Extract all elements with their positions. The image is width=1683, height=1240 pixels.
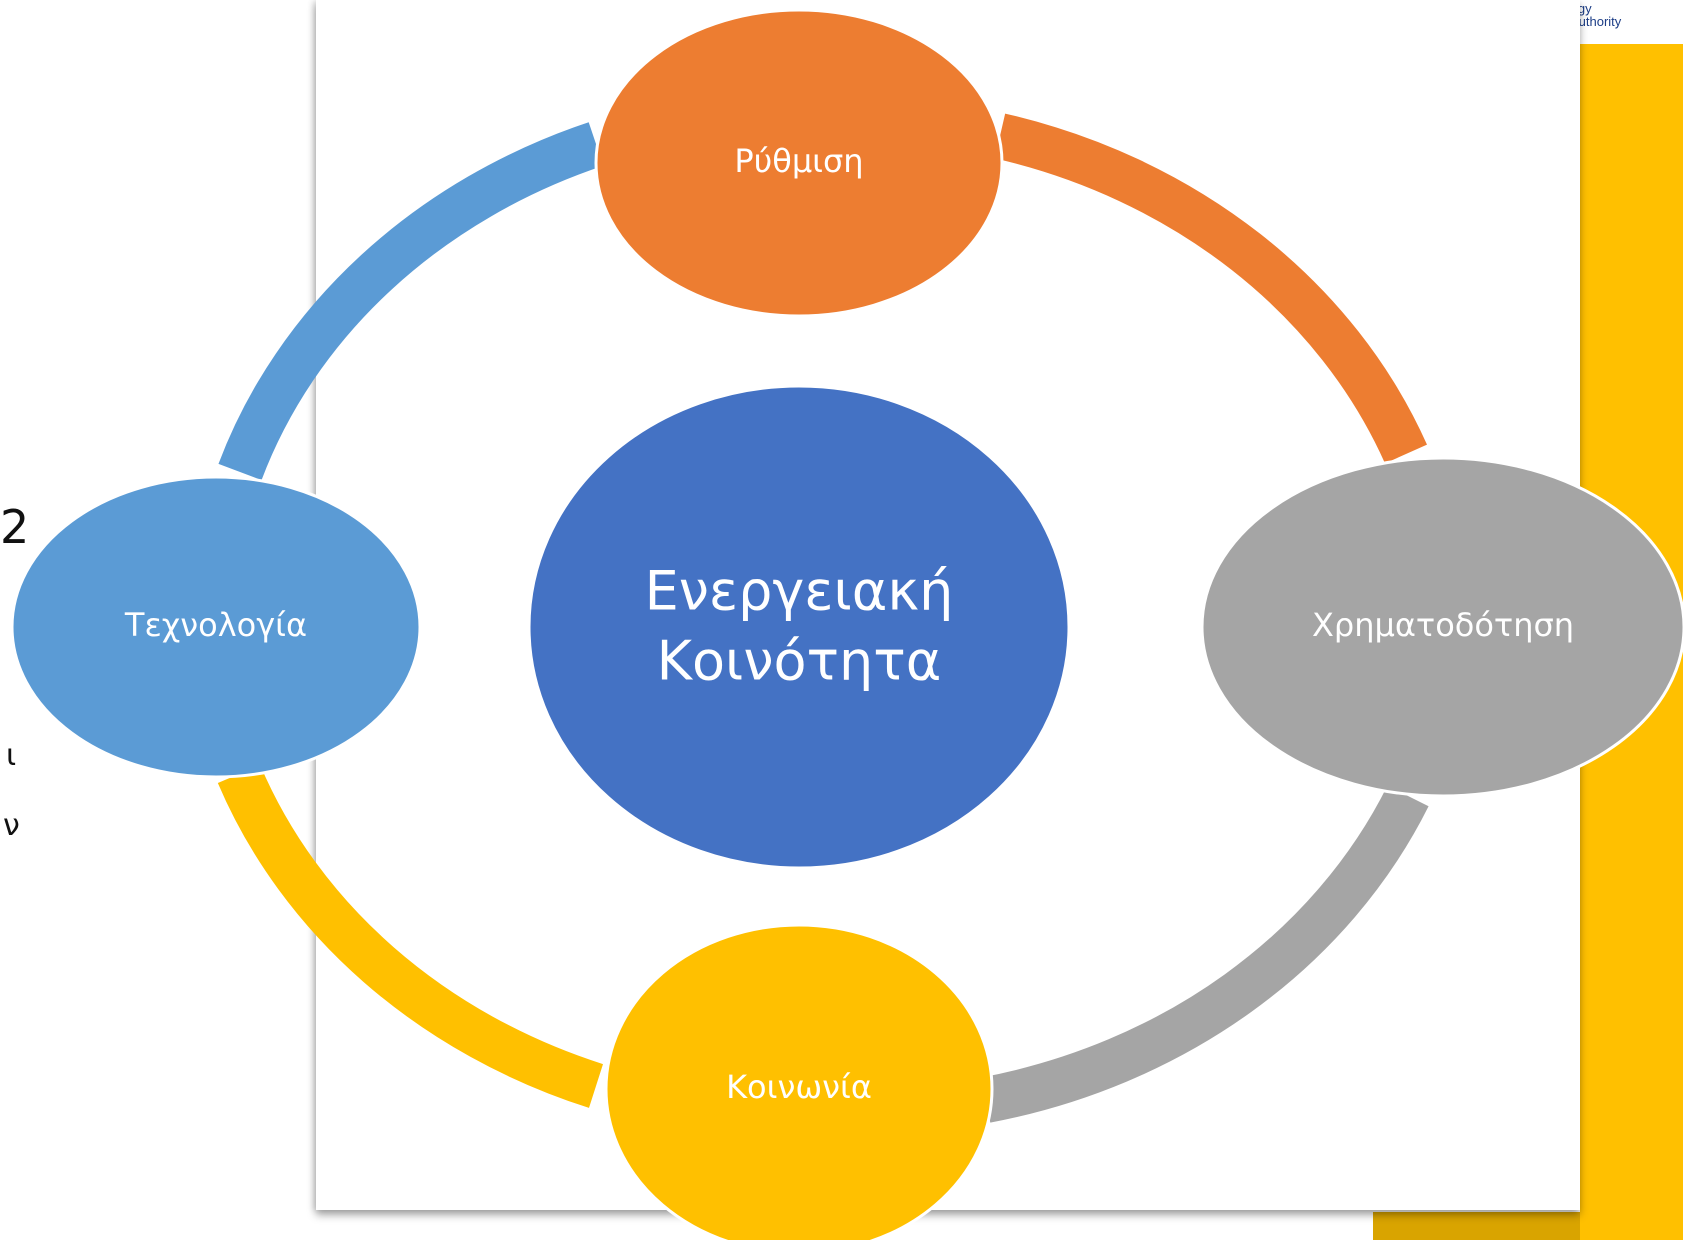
node-left-label: Τεχνολογία — [124, 606, 307, 644]
center-node-label-line2: Κοινότητα — [657, 630, 942, 693]
center-node-label-line1: Ενεργειακή — [645, 560, 954, 623]
node-top-label: Ρύθμιση — [734, 142, 863, 180]
arc-gray — [981, 785, 1429, 1123]
node-right-shape — [1200, 456, 1683, 798]
node-bottom-label: Κοινωνία — [726, 1068, 872, 1106]
node-top-shape — [594, 8, 1004, 318]
node-right[interactable]: Χρηματοδότηση — [1200, 456, 1683, 798]
connector-arcs — [217, 113, 1429, 1123]
arc-yellow — [217, 765, 604, 1108]
node-right-label: Χρηματοδότηση — [1312, 606, 1574, 644]
background-slide-digit: 2 — [0, 500, 30, 554]
arc-orange — [994, 113, 1427, 464]
arc-blue — [218, 122, 604, 481]
node-bottom[interactable]: Κοινωνία — [604, 923, 994, 1240]
node-top[interactable]: Ρύθμιση — [594, 8, 1004, 318]
node-bottom-shape — [604, 923, 994, 1240]
center-node[interactable]: Ενεργειακή Κοινότητα — [527, 384, 1071, 870]
background-slide-letter-nu: ν — [3, 808, 20, 843]
background-slide-letter-iota: ι — [6, 738, 17, 773]
node-left[interactable]: Τεχνολογία — [10, 475, 422, 779]
center-node-shape — [527, 384, 1071, 870]
yellow-accent-shadow — [1373, 1212, 1580, 1240]
node-left-shape — [10, 475, 422, 779]
